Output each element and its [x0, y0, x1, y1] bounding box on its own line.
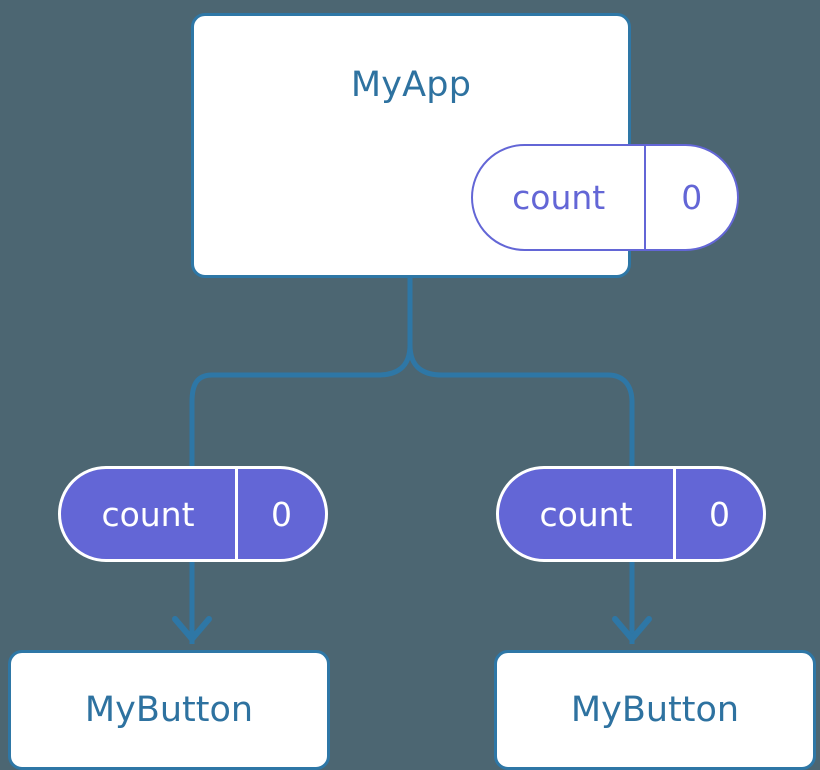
edge-right-drop — [607, 372, 635, 470]
prop-pill-value: 0 — [673, 469, 763, 559]
prop-pill-value: 0 — [235, 469, 325, 559]
component-title: MyButton — [84, 690, 254, 730]
prop-pill-count-right[interactable]: count 0 — [496, 466, 766, 562]
edge-left-drop — [189, 372, 213, 470]
edge-split-left — [212, 344, 413, 378]
state-pill-count[interactable]: count 0 — [471, 144, 739, 251]
component-node-myapp[interactable]: MyApp count 0 — [191, 13, 739, 278]
component-title: MyButton — [570, 690, 740, 730]
state-pill-value: 0 — [644, 146, 737, 249]
component-title: MyApp — [350, 65, 472, 105]
component-node-mybutton-left[interactable]: MyButton — [8, 650, 330, 770]
component-node-mybutton-right[interactable]: MyButton — [494, 650, 816, 770]
prop-pill-key: count — [539, 494, 633, 534]
edge-split-right — [407, 344, 608, 378]
arrowhead-right — [612, 616, 652, 642]
prop-pill-key: count — [101, 494, 195, 534]
prop-pill-count-left[interactable]: count 0 — [58, 466, 328, 562]
state-pill-key: count — [512, 178, 606, 217]
arrowhead-left — [172, 616, 212, 642]
